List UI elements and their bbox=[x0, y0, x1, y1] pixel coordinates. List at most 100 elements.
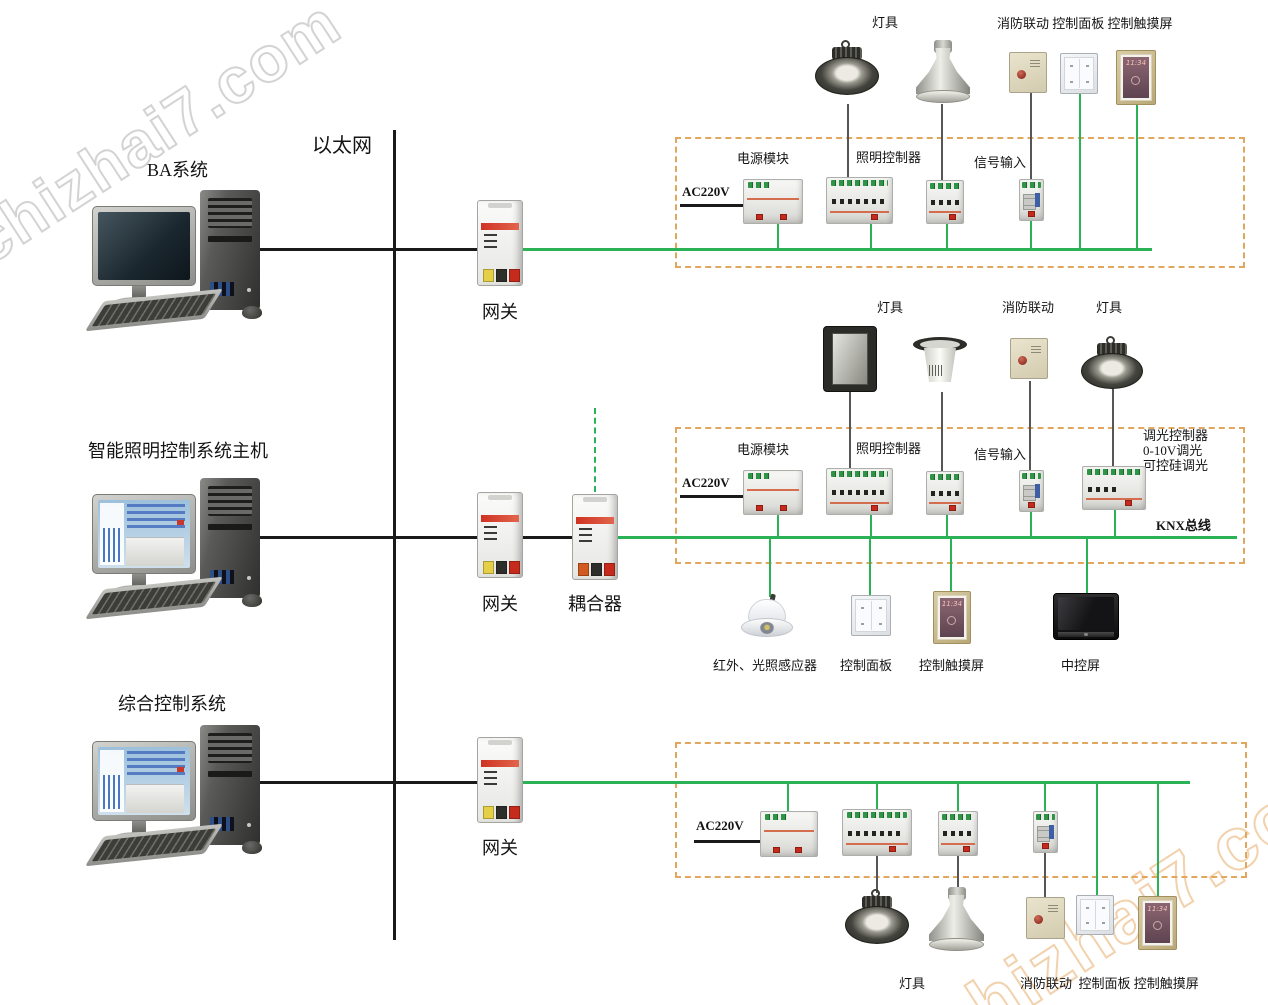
lighting-host-label: 智能照明控制系统主机 bbox=[88, 441, 268, 461]
gateway-module-2 bbox=[477, 492, 523, 578]
fire-label-mid: 消防联动 bbox=[1002, 300, 1055, 315]
lamp-stem bbox=[876, 856, 878, 893]
fire-linkage-panel-bottom bbox=[1026, 897, 1065, 939]
ethernet-label: 以太网 bbox=[312, 135, 372, 157]
power-module-label-mid: 电源模块 bbox=[737, 442, 790, 457]
channel-module-bottom bbox=[938, 811, 978, 856]
knx-bus-label: KNX总线 bbox=[1156, 518, 1211, 533]
lamp-label-mid-2: 灯具 bbox=[1096, 300, 1123, 315]
dimmer-label-2: 0-10V调光 bbox=[1143, 443, 1203, 458]
bus-drop bbox=[946, 515, 948, 536]
signal-input-module-top bbox=[1019, 179, 1044, 221]
touch-screen-mid: 11:34 bbox=[933, 591, 971, 644]
mouse bbox=[242, 306, 262, 319]
fire-stem bbox=[1030, 92, 1032, 180]
central-control-screen bbox=[1053, 593, 1119, 640]
device-drop bbox=[1086, 539, 1088, 594]
bus-drop bbox=[1114, 510, 1116, 536]
power-module-label-top: 电源模块 bbox=[737, 151, 790, 166]
touch-stem bbox=[1157, 784, 1159, 897]
central-screen-label: 中控屏 bbox=[1061, 658, 1101, 673]
mouse bbox=[242, 594, 262, 607]
coupler-label: 耦合器 bbox=[568, 594, 622, 614]
knx-bus-top bbox=[523, 248, 1152, 251]
keyboard bbox=[84, 576, 224, 620]
ac-line-top bbox=[680, 204, 743, 207]
panel-stem bbox=[1096, 784, 1098, 896]
channel-module-top bbox=[926, 180, 964, 224]
dome-light-top bbox=[916, 40, 970, 105]
touch-time: 11:34 bbox=[941, 600, 963, 608]
ac-label-top: AC220V bbox=[682, 184, 730, 199]
lighting-controller-module-mid bbox=[826, 468, 893, 515]
fire-stem bbox=[1044, 853, 1046, 898]
keyboard bbox=[84, 288, 224, 332]
bus-drop bbox=[1030, 512, 1032, 536]
lighting-controller-module-top bbox=[826, 177, 893, 224]
lighting-controller-label-top: 照明控制器 bbox=[856, 150, 922, 165]
lamp-stem bbox=[849, 391, 851, 469]
panel-label-mid: 控制面板 bbox=[840, 658, 893, 673]
ufo-light-mid bbox=[1081, 336, 1143, 392]
fire-linkage-panel-mid bbox=[1010, 338, 1048, 379]
bus-drop bbox=[1044, 784, 1046, 811]
coupler-module bbox=[572, 494, 618, 580]
computer-integrated bbox=[84, 725, 267, 867]
lamp-stem bbox=[1112, 379, 1114, 466]
touch-stem bbox=[1136, 104, 1138, 248]
screen bbox=[98, 212, 190, 280]
mouse bbox=[242, 841, 262, 854]
knx-area-bottom bbox=[675, 742, 1247, 878]
bus-drop bbox=[946, 224, 948, 248]
power-module-bottom bbox=[760, 811, 818, 857]
dimmer-label-3: 可控硅调光 bbox=[1143, 458, 1209, 473]
sensor-label: 红外、光照感应器 bbox=[713, 658, 818, 673]
bus-drop bbox=[787, 784, 789, 811]
fire-stem bbox=[1029, 381, 1031, 470]
floodlight bbox=[823, 326, 877, 392]
control-panel-mid bbox=[851, 595, 891, 636]
motion-sensor bbox=[741, 593, 793, 646]
ufo-light-top bbox=[815, 40, 879, 98]
gateway-1-label: 网关 bbox=[482, 302, 518, 322]
touch-time: 11:34 bbox=[1125, 59, 1147, 67]
computer-lighting-host bbox=[84, 478, 267, 620]
ac-label-bottom: AC220V bbox=[696, 818, 744, 833]
gateway-module-3 bbox=[477, 737, 523, 823]
ethernet-line bbox=[393, 130, 396, 940]
ba-system-label: BA系统 bbox=[147, 160, 209, 180]
dome-light-bottom bbox=[929, 887, 984, 953]
dimmer-module bbox=[1082, 466, 1146, 510]
lighting-controller-label-mid: 照明控制器 bbox=[856, 441, 922, 456]
monitor bbox=[92, 494, 196, 574]
bus-drop bbox=[870, 224, 872, 248]
ac-line-mid bbox=[680, 495, 743, 498]
bus-drop bbox=[777, 515, 779, 536]
touch-time: 11:34 bbox=[1147, 905, 1168, 913]
bus-drop bbox=[1030, 221, 1032, 248]
bus-drop bbox=[876, 784, 878, 809]
lamp-stem bbox=[847, 104, 849, 178]
integrated-connection-line bbox=[258, 781, 477, 784]
ufo-light-bottom bbox=[845, 889, 909, 947]
ac-label-mid: AC220V bbox=[682, 475, 730, 490]
control-panel-bottom bbox=[1076, 895, 1114, 935]
knx-bus-bottom bbox=[523, 781, 1190, 784]
control-panel-top bbox=[1060, 53, 1098, 94]
device-drop bbox=[950, 539, 952, 592]
touch-screen-bottom: 11:34 bbox=[1138, 896, 1177, 950]
downlight bbox=[913, 335, 967, 393]
bottom-device-group-label: 消防联动 控制面板 控制触摸屏 bbox=[1020, 976, 1199, 991]
panel-stem bbox=[1079, 94, 1081, 248]
gateway-3-label: 网关 bbox=[482, 838, 518, 858]
gateway-module-1 bbox=[477, 200, 523, 286]
lamp-label-mid-1: 灯具 bbox=[877, 300, 904, 315]
touch-screen-top: 11:34 bbox=[1116, 50, 1156, 105]
monitor bbox=[92, 206, 196, 286]
power-module-top bbox=[743, 179, 803, 224]
screen bbox=[98, 747, 190, 815]
keyboard bbox=[84, 823, 224, 867]
power-module-mid bbox=[743, 470, 803, 515]
computer-ba bbox=[84, 190, 267, 332]
device-drop bbox=[869, 539, 871, 596]
